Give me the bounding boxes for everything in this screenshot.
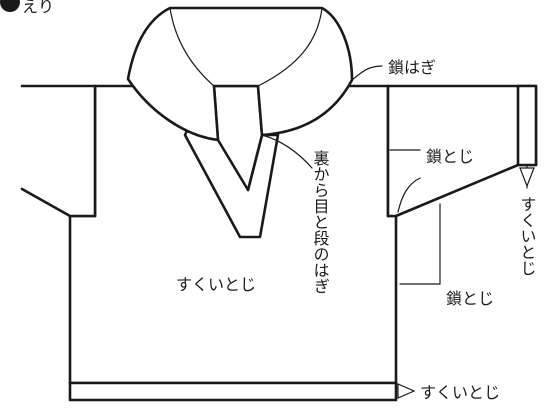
sleeve-cuff (516, 84, 538, 167)
collar-fold-right (257, 7, 323, 87)
cuff-arrow (519, 167, 535, 188)
collar-back (126, 6, 354, 142)
label-hem-band: すくいとじ (420, 383, 500, 402)
label-sleeve-seam-bottom: 鎖とじ (446, 289, 494, 308)
title-bullet (0, 0, 20, 12)
hem-band (68, 381, 398, 402)
leader-sleeve-bracket (399, 203, 441, 285)
leader-collar-back (261, 134, 313, 169)
leader-shoulder (351, 65, 383, 81)
label-shoulder-seam: 鎖はぎ (388, 58, 436, 77)
left-sleeve (20, 84, 97, 218)
label-collar-band: すくいとじ (176, 275, 256, 294)
diagram-title: えり (22, 0, 54, 16)
collar-fold-left (169, 7, 215, 87)
label-collar-back: 裏から目と段のはぎ (311, 149, 330, 294)
label-sleeve-seam-top: 鎖とじ (426, 147, 474, 166)
label-cuff: すくいとじ (518, 196, 537, 276)
leader-sleeve-inner (397, 177, 421, 213)
hem-arrow (397, 383, 416, 399)
